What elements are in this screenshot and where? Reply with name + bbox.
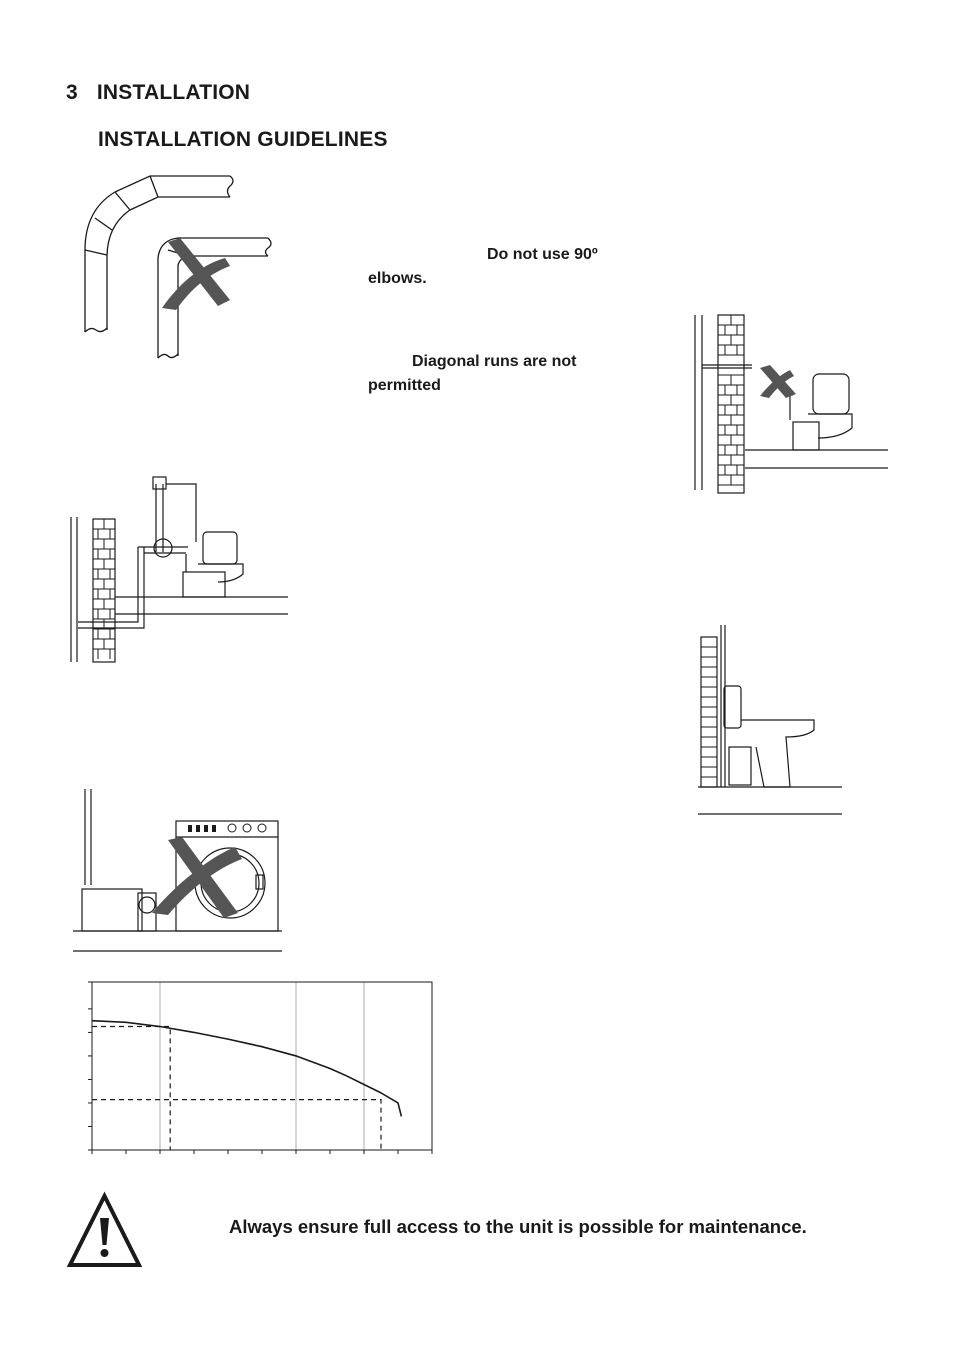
chart-reference-line	[92, 1099, 382, 1150]
diagonal-note: Diagonal runs are not permitted	[368, 350, 628, 398]
elbows-note-line2: elbows.	[368, 270, 427, 287]
elbow-figure	[84, 175, 272, 359]
section-number: 3	[66, 81, 78, 104]
section-title: INSTALLATION	[96, 81, 251, 104]
elbows-note-line1: Do not use 90º	[487, 246, 598, 263]
chart-series-line	[91, 1019, 403, 1117]
cross-mark-icon	[760, 365, 796, 398]
diagonal-note-line2: permitted	[368, 377, 441, 394]
diagonal-run-figure	[694, 314, 888, 494]
elbows-note: Do not use 90º elbows.	[368, 243, 628, 291]
cross-mark-icon	[162, 238, 230, 310]
pipe-routing-figure	[70, 476, 288, 663]
chart-frame	[91, 981, 433, 1151]
diagonal-note-line1: Diagonal runs are not	[412, 353, 577, 370]
subsection-title: INSTALLATION GUIDELINES	[98, 128, 388, 151]
chart-reference-line	[92, 1025, 171, 1150]
maintenance-access-note: Always ensure full access to the unit is…	[229, 1216, 807, 1237]
washing-machine-figure	[73, 789, 282, 952]
behind-toilet-figure	[698, 625, 842, 815]
section-heading: 3 INSTALLATION	[66, 81, 250, 105]
cross-mark-icon	[152, 837, 242, 918]
performance-chart	[88, 981, 433, 1154]
warning-icon	[66, 1191, 143, 1267]
